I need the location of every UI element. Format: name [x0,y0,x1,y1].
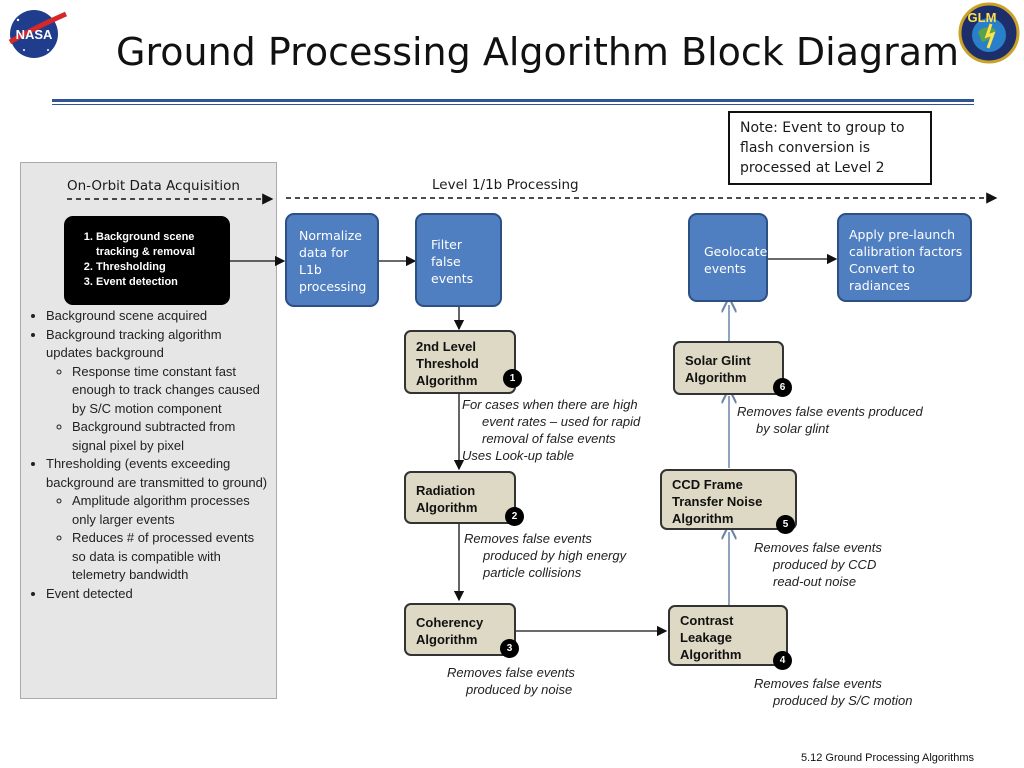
note-text: Removes false events [447,665,575,680]
geolocate-block: Geolocate events [688,213,768,302]
onboard-processing-box: Background scene tracking & removal Thre… [64,216,230,305]
level1-phase-label: Level 1/1b Processing [432,177,579,193]
bullet-item: Event detected [46,585,270,604]
block-line: false [431,254,461,269]
sub-bullet-item: Reduces # of processed events so data is… [72,529,270,585]
alg-line: Algorithm [672,511,734,526]
alg3-number-badge: 3 [500,639,519,658]
note-text: removal of false events [482,431,616,446]
alg5-number-badge: 5 [776,515,795,534]
note-line: flash conversion is [740,140,871,156]
alg-line: Algorithm [416,373,478,388]
alg1-note: For cases when there are high event rate… [462,396,662,464]
note-text: read-out noise [773,574,857,589]
glm-logo: GLM [958,2,1020,64]
block-line: Normalize [299,228,362,243]
block-line: Convert to [849,261,915,276]
filter-block: Filter false events [415,213,502,307]
note-text: Removes false events produced [737,404,923,419]
block-line: processing [299,279,367,294]
alg-line: Transfer Noise [672,494,763,509]
alg-line: 2nd Level [416,339,476,354]
note-text: For cases when there are high [462,397,638,412]
alg1-threshold-box: 2nd Level Threshold Algorithm [404,330,516,394]
note-text: produced by CCD [773,557,877,572]
onboard-step: Background scene tracking & removal [96,230,224,260]
alg-line: Threshold [416,356,479,371]
note-text: produced by noise [466,682,573,697]
alg-line: Contrast [680,613,734,628]
note-text: produced by S/C motion [773,693,913,708]
onboard-step: Event detection [96,275,224,290]
note-text: produced by high energy [483,548,627,563]
block-line: calibration factors [849,244,963,259]
bullet-text: Thresholding (events exceeding backgroun… [46,456,268,490]
block-line: Geolocate [704,244,768,259]
alg3-note: Removes false events produced by noise [447,664,647,698]
block-line: events [431,271,474,286]
note-text: event rates – used for rapid [482,414,641,429]
alg4-number-badge: 4 [773,651,792,670]
alg-line: Radiation [416,483,476,498]
alg6-solar-glint-box: Solar Glint Algorithm [673,341,784,395]
alg5-ccd-transfer-box: CCD Frame Transfer Noise Algorithm [660,469,797,530]
block-line: events [704,261,747,276]
onorbit-bullets: Background scene acquired Background tra… [30,307,270,603]
alg1-number-badge: 1 [503,369,522,388]
alg-line: Algorithm [416,632,478,647]
alg3-coherency-box: Coherency Algorithm [404,603,516,656]
note-line: Note: Event to group to [740,120,905,136]
note-line: processed at Level 2 [740,160,885,176]
slide-footer: 5.12 Ground Processing Algorithms [800,752,974,764]
note-text: by solar glint [756,421,829,436]
block-line: data for [299,245,349,260]
page-title: Ground Processing Algorithm Block Diagra… [116,30,960,74]
title-rule-thin [52,104,974,105]
sub-bullet-item: Response time constant fast enough to tr… [72,363,270,419]
level2-note-box: Note: Event to group to flash conversion… [728,111,932,185]
alg-line: Algorithm [416,500,478,515]
note-text: Removes false events [754,676,882,691]
bullet-item: Background tracking algorithm updates ba… [46,326,270,456]
sub-bullet-item: Background subtracted from signal pixel … [72,418,270,455]
note-text: particle collisions [483,565,582,580]
alg-line: Solar Glint [685,353,751,368]
bullet-item: Thresholding (events exceeding backgroun… [46,455,270,585]
normalize-block: Normalize data for L1b processing [285,213,379,307]
alg-line: Algorithm [680,647,742,662]
alg6-note: Removes false events produced by solar g… [737,403,967,437]
calibrate-block: Apply pre-launch calibration factors Con… [837,213,972,302]
note-text: Removes false events [464,531,592,546]
block-line: Apply pre-launch [849,227,956,242]
block-line: radiances [849,278,910,293]
block-line: L1b [299,262,322,277]
alg4-contrast-leakage-box: Contrast Leakage Algorithm [668,605,788,666]
alg2-radiation-box: Radiation Algorithm [404,471,516,524]
onorbit-phase-label: On-Orbit Data Acquisition [67,178,240,194]
onboard-step: Thresholding [96,260,224,275]
note-text: Removes false events [754,540,882,555]
title-rule-thick [52,99,974,102]
alg6-number-badge: 6 [773,378,792,397]
bullet-text: Background tracking algorithm updates ba… [46,326,222,361]
alg4-note: Removes false events produced by S/C mot… [754,675,954,709]
alg-line: Coherency [416,615,484,630]
block-line: Filter [431,237,462,252]
glm-logo-text: GLM [968,10,997,25]
alg-line: Leakage [680,630,733,645]
alg2-note: Removes false events produced by high en… [464,530,664,581]
alg-line: Algorithm [685,370,747,385]
note-text: Uses Look-up table [462,448,575,463]
bullet-item: Background scene acquired [46,307,270,326]
alg5-note: Removes false events produced by CCD rea… [754,539,954,590]
alg2-number-badge: 2 [505,507,524,526]
nasa-logo-text: NASA [16,27,53,42]
alg-line: CCD Frame [672,477,743,492]
sub-bullet-item: Amplitude algorithm processes only large… [72,492,270,529]
nasa-logo: NASA [8,10,68,58]
